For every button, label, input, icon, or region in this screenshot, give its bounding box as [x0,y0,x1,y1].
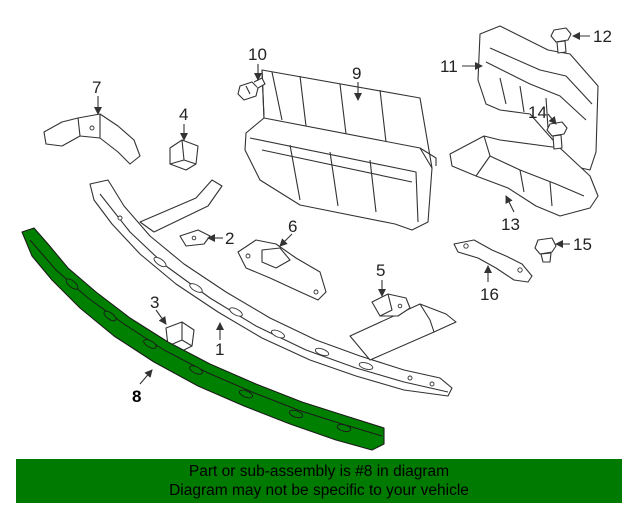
callout-13: 13 [501,215,520,234]
callout-16: 16 [480,285,499,304]
part-15-clip[interactable] [534,237,557,263]
callout-7: 7 [92,78,101,97]
part-12-screw[interactable] [550,27,572,54]
part-10-bolt[interactable] [237,77,266,101]
callout-11: 11 [440,57,458,76]
callout-14: 14 [528,103,547,122]
callout-4: 4 [179,105,188,124]
part-5-bracket[interactable] [371,293,411,317]
part-4-bracket[interactable] [169,139,199,171]
part-8-absorber-highlighted[interactable] [21,227,385,451]
part-1-reinforcement[interactable] [89,179,457,397]
part-16-bracket[interactable] [453,239,533,283]
part-9-air-duct[interactable] [244,69,437,231]
callout-10: 10 [248,45,267,64]
part-7-bracket[interactable] [43,113,141,165]
callout-9: 9 [352,64,361,83]
callout-12: 12 [593,27,612,46]
part-2-plate[interactable] [179,229,211,247]
part-14-screw[interactable] [546,121,568,150]
callout-6: 6 [288,217,297,236]
callout-5: 5 [376,261,385,280]
part-6-bracket[interactable] [237,239,327,301]
leader-lines [94,32,590,385]
part-11-air-guide[interactable] [477,25,599,171]
callout-15: 15 [573,235,592,254]
banner-line-2: Diagram may not be specific to your vehi… [169,482,469,499]
part-1-holes [117,215,435,387]
callout-2: 2 [225,229,234,248]
callout-labels: 1 2 3 4 5 6 7 8 9 10 11 12 13 14 15 16 [92,27,612,406]
banner-line-1: Part or sub-assembly is #8 in diagram [188,463,450,480]
callout-1: 1 [215,340,224,359]
part-info-banner: Part or sub-assembly is #8 in diagram Di… [16,459,622,503]
part-13-lower-duct[interactable] [449,135,599,217]
part-8-holes [65,278,352,432]
callout-3: 3 [150,293,159,312]
callout-8: 8 [132,387,141,406]
